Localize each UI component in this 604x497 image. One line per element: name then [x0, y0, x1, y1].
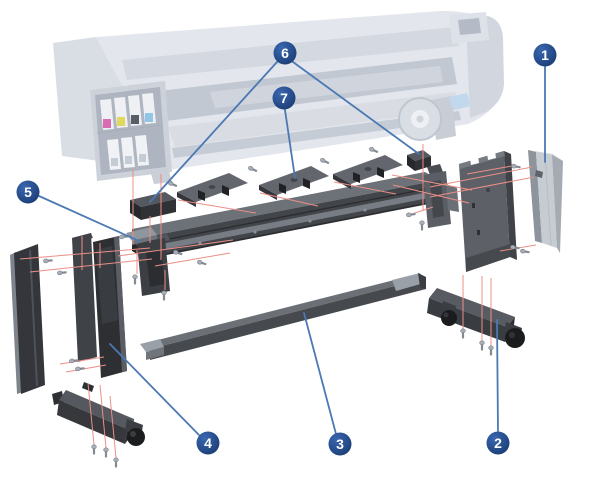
callout-2-number: 2 — [494, 435, 502, 451]
screw — [68, 358, 80, 364]
caster-wheel — [441, 310, 457, 326]
callout-4: 4 — [109, 343, 220, 455]
callout-5-circle — [16, 180, 40, 204]
screw — [368, 146, 380, 155]
callout-5: 5 — [16, 180, 140, 242]
magenta-cartridge-chip — [103, 119, 111, 128]
callout-3: 3 — [303, 312, 352, 456]
left-foot — [52, 382, 145, 446]
callout-6-circle — [273, 41, 297, 65]
callout-7-leader — [284, 109, 296, 179]
screw — [519, 248, 531, 255]
callout-2-leader — [496, 319, 499, 432]
screw — [113, 457, 119, 468]
printer-right-endcap — [466, 16, 504, 118]
callout-6: 6 — [149, 41, 420, 203]
screw — [42, 258, 54, 264]
yellow-cartridge-chip — [117, 117, 125, 126]
control-panel-screen — [458, 18, 481, 35]
spindle-latch — [126, 227, 157, 241]
callout-3-circle — [328, 432, 352, 456]
alignment-lines — [19, 144, 537, 459]
callout-1-circle — [533, 43, 557, 67]
screw — [103, 447, 109, 458]
screw — [132, 274, 138, 285]
callout-4-leader — [109, 343, 200, 436]
callout-3-number: 3 — [336, 436, 344, 452]
screw — [510, 163, 522, 170]
screw — [56, 270, 68, 276]
left-cover-panel — [10, 244, 45, 394]
callout-2-circle — [486, 431, 510, 455]
callout-3-leader — [303, 312, 337, 435]
callout-5-leader — [38, 195, 140, 242]
right-leg-cover-plate — [528, 150, 563, 253]
callout-5-number: 5 — [24, 184, 32, 200]
callout-7-circle — [272, 86, 296, 110]
ink-cartridges — [96, 93, 164, 170]
screw — [319, 157, 331, 166]
cyan-cartridge-chip — [145, 113, 153, 122]
right-leg — [459, 151, 517, 272]
screw — [247, 165, 259, 174]
callout-7: 7 — [272, 86, 296, 179]
callout-2: 2 — [486, 319, 510, 455]
callout-4-circle — [196, 431, 220, 455]
screw — [460, 328, 466, 339]
callout-6-number: 6 — [281, 45, 289, 61]
black-cartridge-chip — [131, 115, 139, 124]
cross-brace — [140, 273, 426, 360]
screw — [161, 290, 167, 301]
spindle-lever — [449, 93, 471, 110]
callout-6-leader-right — [292, 61, 420, 155]
caster-wheel — [505, 328, 525, 348]
printer-under-strip — [172, 111, 461, 158]
screw — [488, 345, 494, 356]
screw — [91, 444, 97, 455]
support-plate-left — [177, 173, 248, 207]
support-block-left — [130, 192, 176, 220]
callout-4-number: 4 — [204, 435, 212, 451]
callout-1-number: 1 — [541, 47, 549, 63]
caster-wheel — [127, 428, 145, 446]
callout-6-leader-left — [149, 61, 278, 203]
screw — [419, 220, 425, 231]
screw — [479, 340, 485, 351]
support-plate-right — [333, 155, 403, 189]
trestle-crossbar — [132, 172, 440, 259]
screw — [196, 259, 208, 267]
callout-7-number: 7 — [280, 90, 288, 106]
printer-front-tray — [168, 92, 461, 147]
screw — [74, 366, 86, 372]
callout-1: 1 — [533, 43, 557, 163]
right-foot — [427, 288, 525, 348]
